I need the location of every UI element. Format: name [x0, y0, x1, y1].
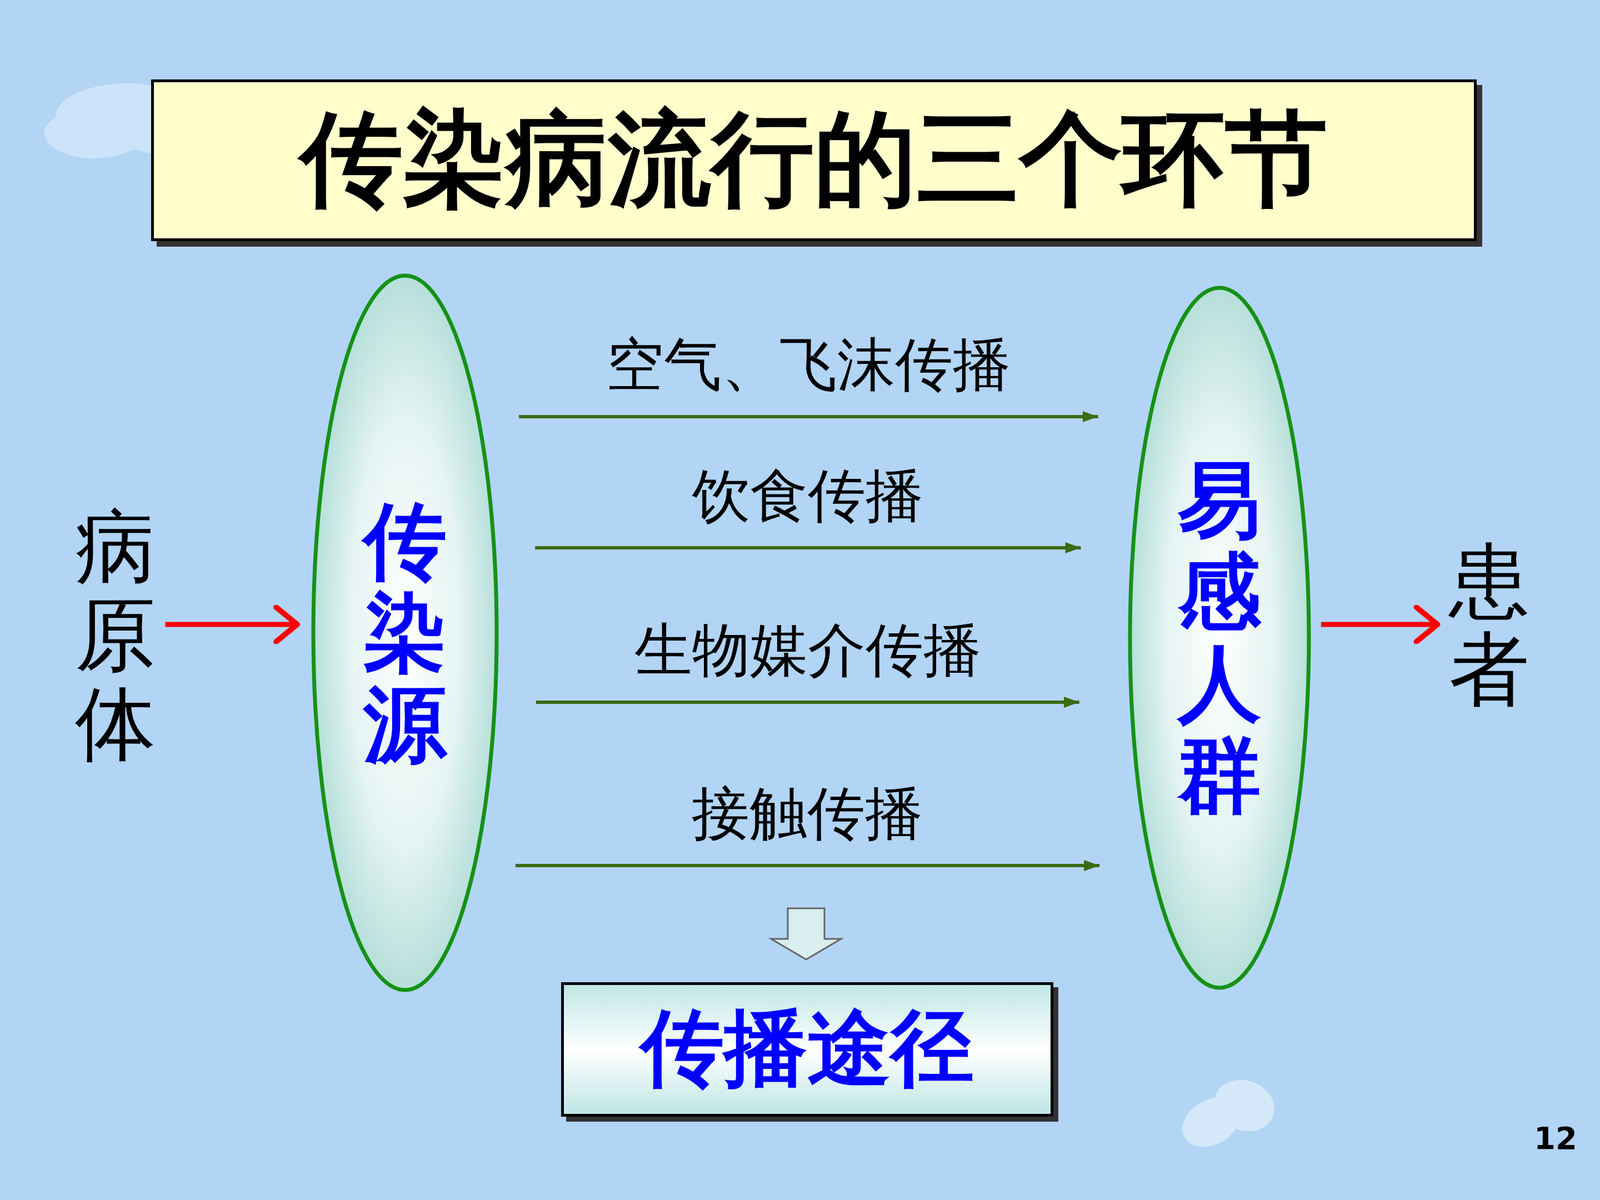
result-text-node: 患者	[1448, 536, 1530, 714]
ellipse-node: 传染源	[311, 273, 499, 993]
edge-label: 生物媒介传播	[634, 612, 982, 690]
ellipse-node: 易感人群	[1127, 285, 1312, 990]
arrow-connector	[165, 622, 298, 628]
arrow-connector	[536, 700, 1080, 704]
node-text: 传播途径	[640, 993, 974, 1106]
edge-label: 饮食传播	[692, 457, 924, 536]
arrow-connector	[518, 415, 1099, 419]
edge-label: 空气、飞沫传播	[606, 326, 1011, 405]
edge-label: 接触传播	[691, 775, 923, 854]
page-number: 12	[1533, 1120, 1578, 1157]
arrow-connector	[1321, 622, 1438, 628]
node-text: 易感人群	[1177, 454, 1262, 822]
title-text: 传染病流行的三个环节	[300, 91, 1328, 230]
arrow-connector	[515, 863, 1100, 868]
node-text: 患者	[1448, 536, 1530, 714]
butterfly	[1173, 1071, 1282, 1157]
node-text: 病原体	[75, 502, 156, 769]
process-box: 传播途径	[561, 982, 1054, 1117]
hollow-down-arrow	[771, 908, 842, 960]
source-text-node: 病原体	[75, 502, 156, 769]
node-text: 传染源	[363, 495, 447, 771]
title-box: 传染病流行的三个环节	[151, 79, 1477, 242]
arrow-connector	[535, 546, 1081, 550]
